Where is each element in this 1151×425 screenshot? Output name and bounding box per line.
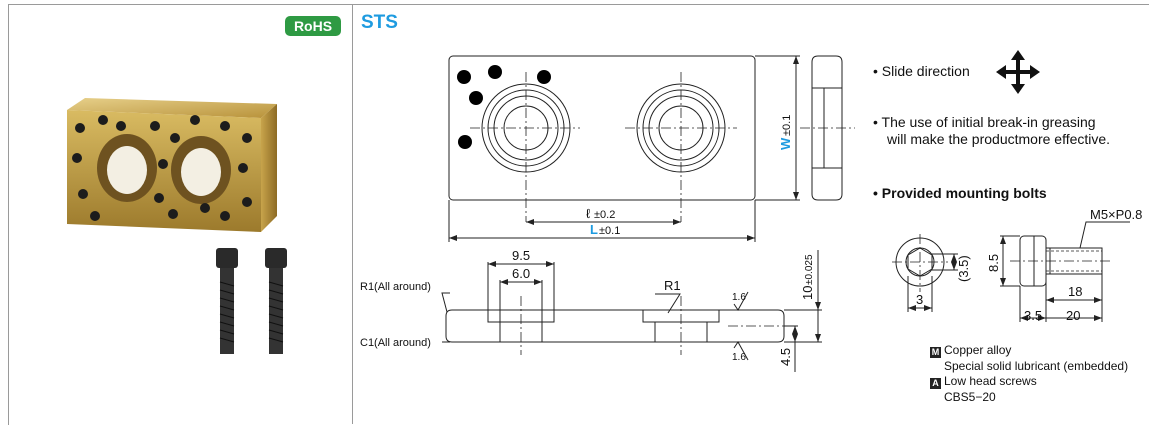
content-frame [8, 4, 1149, 425]
material-m-badge: M [930, 347, 941, 358]
material-a-line1: Low head screws [944, 374, 1037, 388]
dim-4-5: 4.5 [778, 348, 793, 366]
bolt-right [265, 248, 287, 354]
dim-thickness-10: 10 [800, 286, 815, 300]
label-r1-all-around: R1(All around) [360, 281, 431, 293]
dim-l-big-tol: ±0.1 [599, 225, 620, 237]
material-a-badge: A [930, 378, 941, 389]
plate-end-view [811, 55, 843, 201]
material-m-line2: Special solid lubricant (embedded) [944, 359, 1129, 373]
dim-bolt-3-5: 3.5 [1024, 308, 1042, 323]
note-greasing-line1: • The use of initial break-in greasing [873, 114, 1096, 130]
bolts-heading: • Provided mounting bolts [873, 185, 1047, 201]
dim-w-letter: W [778, 137, 793, 150]
dim-6-0: 6.0 [512, 266, 530, 281]
dim-thickness-tol: ±0.025 [804, 254, 815, 285]
product-title: STS [361, 12, 398, 33]
lubricant-dots [457, 65, 551, 149]
rohs-badge: RoHS [285, 16, 341, 36]
roughness-top: 1.6 [732, 292, 746, 303]
bolt-left [216, 248, 238, 354]
column-divider [352, 4, 353, 424]
dim-l-small: ℓ [586, 206, 591, 221]
dim-bolt-8-5: 8.5 [986, 254, 1001, 272]
material-a-line2: CBS5−20 [944, 390, 996, 404]
note-greasing-line2: will make the productmore effective. [887, 131, 1111, 147]
dim-bolt-3: 3 [916, 292, 923, 307]
plate-top-view [448, 55, 756, 201]
four-way-arrow-icon [996, 50, 1040, 94]
note-slide-direction: • Slide direction [873, 63, 970, 79]
label-c1-all-around: C1(All around) [360, 337, 431, 349]
dim-l-small-tol: ±0.2 [594, 209, 615, 221]
dim-bolt-thread: M5×P0.8 [1090, 207, 1142, 222]
label-r1: R1 [664, 278, 681, 293]
dim-w-tol: ±0.1 [781, 115, 793, 136]
plate-section-view [445, 309, 785, 343]
dim-9-5: 9.5 [512, 248, 530, 263]
dim-bolt-3-5-ref: (3.5) [956, 255, 971, 282]
material-m-line1: Copper alloy [944, 343, 1012, 357]
roughness-bottom: 1.6 [732, 352, 746, 363]
dim-l-big: L [590, 222, 598, 237]
bearing-plate [67, 98, 277, 232]
dim-bolt-20: 20 [1066, 308, 1080, 323]
product-photo [67, 98, 287, 354]
dim-bolt-18: 18 [1068, 284, 1082, 299]
